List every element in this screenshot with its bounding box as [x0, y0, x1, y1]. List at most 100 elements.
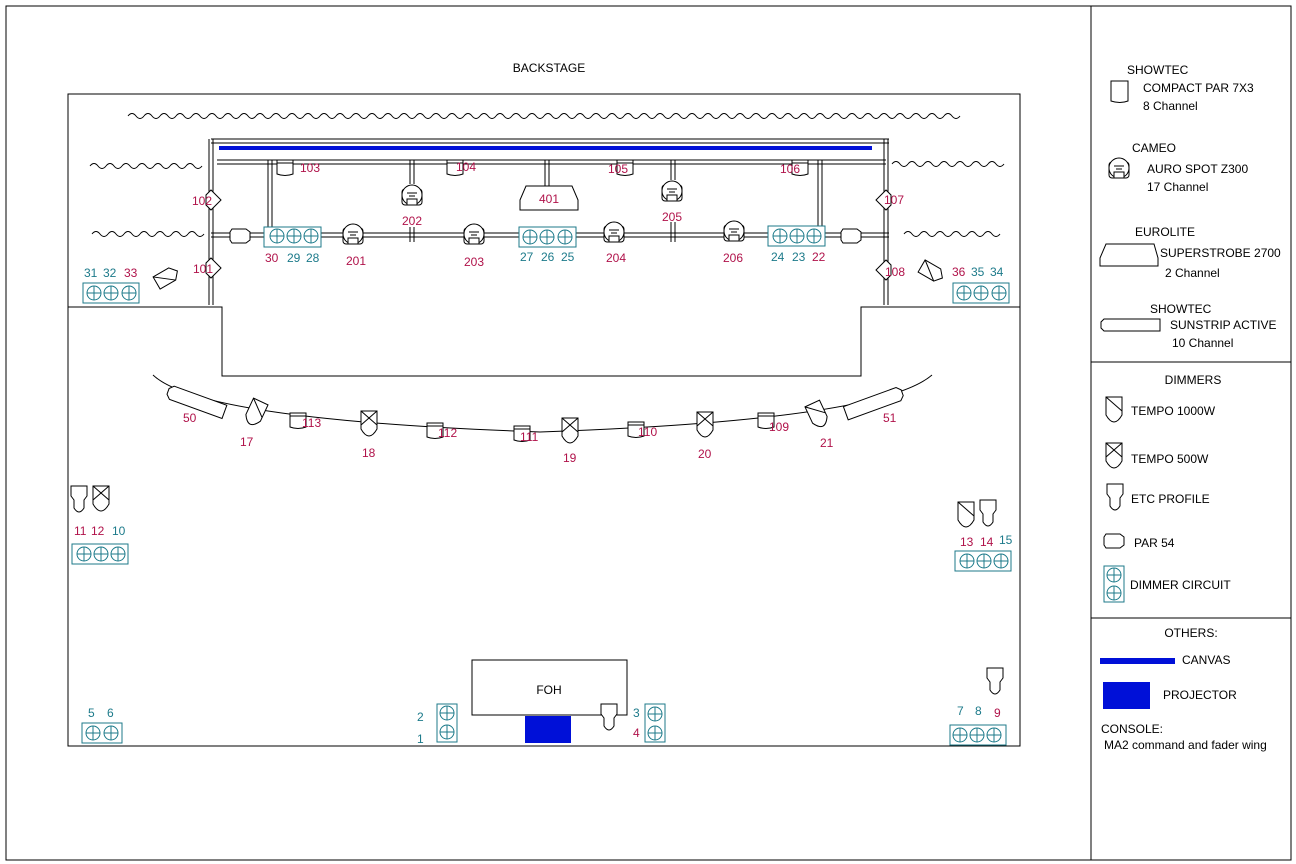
par54-fixture[interactable]: [840, 228, 862, 244]
circuit-label: 4: [633, 726, 640, 740]
legend-channels: 10 Channel: [1172, 336, 1233, 350]
foh-booth: [471, 659, 628, 716]
sunstrip-fixture[interactable]: [166, 385, 228, 420]
stage-edge: [68, 306, 1020, 377]
par54-fixture[interactable]: [205, 189, 222, 211]
fixture-label: 204: [606, 251, 626, 265]
legend-item: TEMPO 500W: [1131, 452, 1209, 466]
tempo1000-fixture[interactable]: [242, 397, 269, 429]
fixture-label: 103: [300, 161, 320, 175]
tempo500-icon: [1105, 442, 1123, 469]
fixture-label: 401: [539, 192, 559, 206]
fixture-label: 102: [192, 194, 212, 208]
strobe-icon: [1099, 243, 1159, 267]
strobe-fixture[interactable]: [519, 185, 579, 211]
circuit-label: 15: [999, 533, 1013, 547]
circuit-label: 30: [265, 251, 279, 265]
fixture-label: 21: [820, 436, 834, 450]
dimmer-circuit[interactable]: [767, 225, 826, 247]
par54-fixture[interactable]: [875, 189, 892, 211]
backstage-label: BACKSTAGE: [513, 61, 585, 75]
fixture-label: 107: [884, 193, 904, 207]
dimmer-circuit[interactable]: [952, 282, 1010, 304]
fixture-label: 105: [608, 162, 628, 176]
par54-fixture[interactable]: [875, 259, 892, 281]
tempo500-fixture[interactable]: [696, 411, 714, 438]
tempo1000-icon: [1105, 396, 1123, 423]
circuit-label: 5: [88, 706, 95, 720]
circuit-label: 23: [792, 250, 806, 264]
dimmer-circuit[interactable]: [518, 226, 577, 248]
spot-fixture[interactable]: [603, 221, 625, 243]
fixture-label: 108: [885, 265, 905, 279]
legend-item: PAR 54: [1134, 536, 1175, 550]
foh-label: FOH: [536, 683, 561, 697]
legend-model: SUNSTRIP ACTIVE: [1170, 318, 1276, 332]
tempo1000-fixture[interactable]: [804, 399, 831, 431]
profile-fixture[interactable]: [70, 485, 88, 513]
legend-model: COMPACT PAR 7X3: [1143, 81, 1254, 95]
dimmer-circuit[interactable]: [71, 543, 129, 565]
dimmer-circuit[interactable]: [436, 703, 458, 743]
dimmer-circuit[interactable]: [81, 722, 123, 744]
legend-item: DIMMER CIRCUIT: [1130, 578, 1231, 592]
curtain-right-upper: [891, 161, 1005, 167]
canvas-icon: [1100, 658, 1175, 664]
tempo500-fixture[interactable]: [561, 417, 579, 444]
tempo500-fixture[interactable]: [917, 259, 946, 284]
circuit-label: 26: [541, 250, 555, 264]
legend-brand: SHOWTEC: [1150, 302, 1212, 316]
fixture-label: 17: [240, 435, 254, 449]
fixture-label: 203: [464, 255, 484, 269]
fixture-label: 202: [402, 214, 422, 228]
console-label: CONSOLE:: [1101, 722, 1163, 736]
console-value: MA2 command and fader wing: [1104, 738, 1267, 752]
dimmer-circuit[interactable]: [644, 703, 666, 743]
legend-brand: CAMEO: [1132, 141, 1176, 155]
fixture-label: 201: [346, 254, 366, 268]
tempo1000-fixture[interactable]: [957, 501, 975, 528]
curtain-back: [127, 113, 961, 119]
circuit-label: 10: [112, 524, 126, 538]
fixture-label: 20: [698, 447, 712, 461]
sunstrip-fixture[interactable]: [842, 386, 904, 421]
spot-fixture[interactable]: [463, 223, 485, 245]
profile-fixture[interactable]: [986, 667, 1004, 695]
fixture-label: 112: [438, 426, 457, 440]
fixture-label: 106: [780, 162, 800, 176]
profile-fixture[interactable]: [600, 703, 618, 731]
legend-model: SUPERSTROBE 2700: [1160, 246, 1281, 260]
fixture-label: 19: [563, 451, 577, 465]
par-fixture[interactable]: [276, 159, 294, 176]
fixture-label: 205: [662, 210, 682, 224]
page-border: [5, 5, 1292, 861]
tempo500-fixture[interactable]: [360, 410, 378, 437]
circuit-label: 36: [952, 265, 966, 279]
spot-fixture[interactable]: [723, 220, 745, 242]
tempo500-fixture[interactable]: [92, 485, 110, 512]
venue-outline: [67, 93, 1021, 747]
circuit-label: 13: [960, 535, 974, 549]
tempo500-fixture[interactable]: [152, 265, 181, 290]
circuit-label: 2: [417, 710, 424, 724]
spot-fixture[interactable]: [342, 223, 364, 245]
truss-side-left: [208, 139, 214, 305]
legend-channels: 2 Channel: [1165, 266, 1220, 280]
dimmer-circuit[interactable]: [263, 226, 322, 248]
par54-fixture[interactable]: [229, 228, 251, 244]
profile-icon: [1106, 483, 1124, 511]
fixture-label: 206: [723, 251, 743, 265]
circuit-label: 14: [980, 535, 994, 549]
par54-fixture[interactable]: [205, 257, 222, 279]
legend-model: AURO SPOT Z300: [1147, 162, 1248, 176]
circuit-label: 8: [975, 704, 982, 718]
dimmer-circuit[interactable]: [82, 282, 140, 304]
profile-fixture[interactable]: [979, 499, 997, 527]
fixture-label: 50: [183, 411, 197, 425]
par-icon: [1110, 80, 1129, 103]
circuit-label: 24: [771, 250, 785, 264]
dimmer-circuit[interactable]: [949, 724, 1007, 746]
dimmer-circuit[interactable]: [954, 550, 1012, 572]
spot-fixture[interactable]: [661, 180, 683, 202]
spot-fixture[interactable]: [401, 184, 423, 206]
